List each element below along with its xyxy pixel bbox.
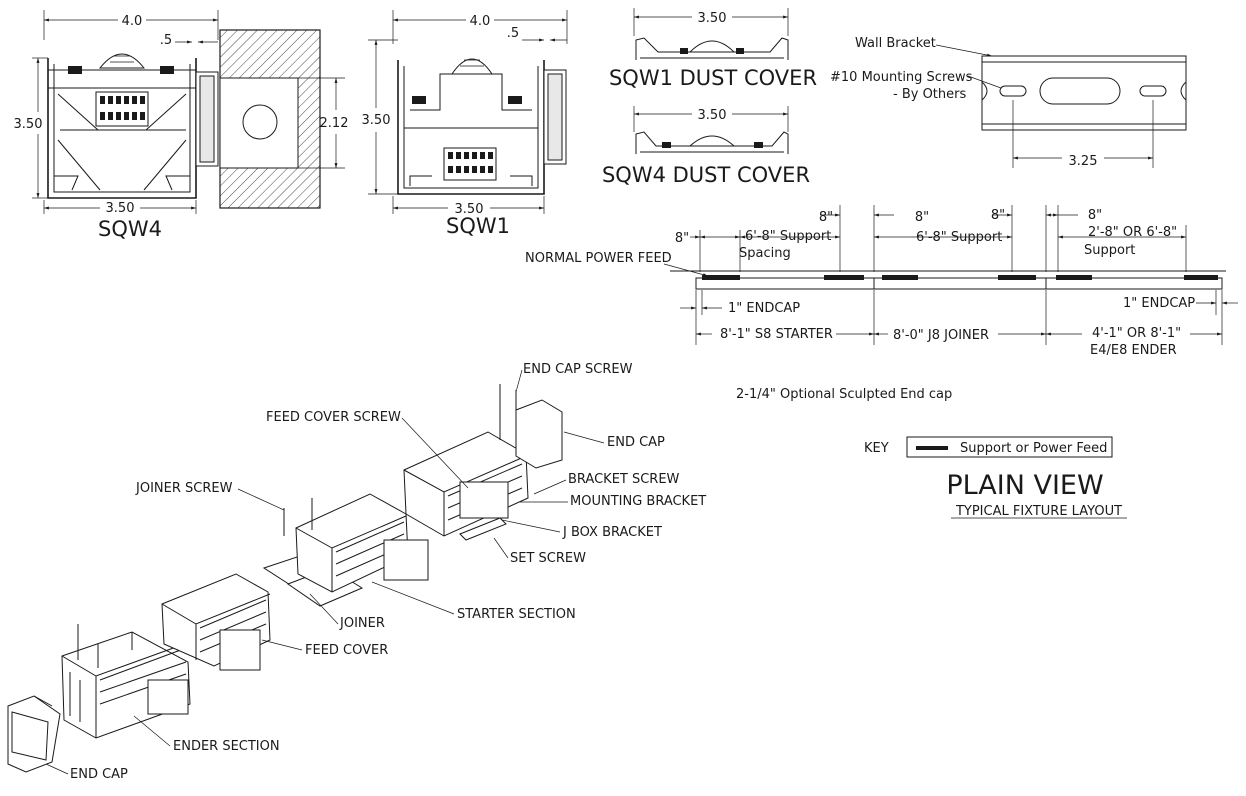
dim-8-a: 8" — [819, 210, 833, 225]
plain-view-title: PLAIN VIEW — [946, 470, 1103, 501]
sqw4-dust-cover-label: SQW4 DUST COVER — [602, 163, 810, 187]
callout-feed-cover: FEED COVER — [305, 643, 388, 658]
callout-set-screw: SET SCREW — [510, 551, 586, 566]
wall-bracket: Wall Bracket #10 Mounting Screws - By Ot… — [830, 36, 1187, 169]
exploded-assembly: END CAP SCREW FEED COVER SCREW END CAP J… — [7, 362, 706, 782]
callout-mounting-bracket: MOUNTING BRACKET — [570, 494, 706, 509]
wall-bracket-label: Wall Bracket — [855, 36, 936, 51]
end-cap-ender-part — [7, 695, 61, 773]
callout-starter-section: STARTER SECTION — [457, 607, 576, 622]
right-section-part — [403, 384, 563, 541]
callout-end-cap-bottom: END CAP — [70, 767, 128, 782]
support-spacing-3-line1: 2'-8" OR 6'-8" — [1088, 225, 1177, 240]
mounting-screws-line1: #10 Mounting Screws — [830, 70, 973, 85]
callout-end-cap-top: END CAP — [607, 435, 665, 450]
mounting-screws-line2: - By Others — [893, 87, 966, 102]
callout-j-box-bracket: J BOX BRACKET — [562, 525, 662, 540]
dim-8-b: 8" — [915, 210, 929, 225]
bracket-spacing: 3.25 — [1069, 154, 1098, 169]
key-legend-text: Support or Power Feed — [960, 441, 1107, 456]
sqw1-height: 3.50 — [362, 113, 391, 128]
callout-end-cap-screw: END CAP SCREW — [523, 362, 633, 377]
sqw4-top-width: 4.0 — [122, 14, 143, 29]
normal-power-feed-label: NORMAL POWER FEED — [525, 251, 672, 266]
callout-ender-section: ENDER SECTION — [173, 739, 280, 754]
support-spacing-1-line2: Spacing — [739, 246, 791, 261]
sqw4-dust-cover: 3.50 SQW4 DUST COVER — [602, 106, 810, 187]
sqw1-bottom-width: 3.50 — [455, 202, 484, 217]
junction-box-knockout — [242, 104, 278, 140]
middle-section-part — [161, 573, 271, 671]
sqw1-dust-cover-label: SQW1 DUST COVER — [609, 66, 817, 90]
sqw1-terminal-teeth — [448, 152, 493, 173]
plain-view-subtitle: TYPICAL FIXTURE LAYOUT — [955, 504, 1122, 519]
sqw1-lip: .5 — [507, 26, 519, 41]
support-marks — [702, 275, 1218, 280]
ender-length-line1: 4'-1" OR 8'-1" — [1092, 326, 1181, 341]
support-spacing-3-line2: Support — [1084, 243, 1135, 258]
key-support-swatch — [916, 446, 948, 450]
dim-8-c: 8" — [991, 208, 1005, 223]
starter-section-part — [283, 493, 429, 593]
ender-length-line2: E4/E8 ENDER — [1090, 343, 1177, 358]
sqw4-profile: 4.0 .5 — [14, 10, 349, 241]
key-label: KEY — [864, 441, 889, 456]
callout-joiner-screw: JOINER SCREW — [135, 481, 233, 496]
sculpted-end-cap-note: 2-1/4" Optional Sculpted End cap — [736, 387, 952, 402]
joiner-length: 8'-0" J8 JOINER — [893, 328, 989, 343]
sqw1-profile: 4.0 .5 3.50 3.50 SQW1 — [362, 10, 568, 238]
dim-8-d: 8" — [1088, 208, 1102, 223]
sqw4-lip: .5 — [160, 33, 172, 48]
endcap-right-label: 1" ENDCAP — [1123, 296, 1195, 311]
sqw4-dust-cover-width: 3.50 — [698, 108, 727, 123]
sqw1-dust-cover: 3.50 SQW1 DUST COVER — [609, 8, 817, 90]
dim-8-left: 8" — [675, 231, 689, 246]
callout-feed-cover-screw: FEED COVER SCREW — [266, 410, 401, 425]
sqw1-title: SQW1 — [446, 214, 510, 238]
sqw4-terminal-teeth — [100, 96, 145, 120]
sqw4-title: SQW4 — [98, 217, 162, 241]
support-spacing-1-line1: 6'-8" Support — [745, 229, 831, 244]
ender-section-part — [61, 624, 191, 739]
support-spacing-2: 6'-8" Support — [916, 230, 1002, 245]
starter-length: 8'-1" S8 STARTER — [720, 327, 833, 342]
sqw1-top-width: 4.0 — [470, 14, 491, 29]
bracket-center-slot — [1039, 77, 1121, 105]
sqw4-bottom-width: 3.50 — [106, 201, 135, 216]
fixture-layout: 8" 8" 8" 8" 8" 6'-8" Support Spacing 6'-… — [525, 205, 1238, 358]
sqw4-bracket-height: 2.12 — [320, 116, 349, 131]
callout-joiner: JOINER — [339, 616, 385, 631]
legend-key: KEY Support or Power Feed — [864, 436, 1113, 458]
sqw4-height: 3.50 — [14, 117, 43, 132]
endcap-left-label: 1" ENDCAP — [728, 301, 800, 316]
sqw1-dust-cover-width: 3.50 — [698, 11, 727, 26]
callout-bracket-screw: BRACKET SCREW — [568, 472, 680, 487]
